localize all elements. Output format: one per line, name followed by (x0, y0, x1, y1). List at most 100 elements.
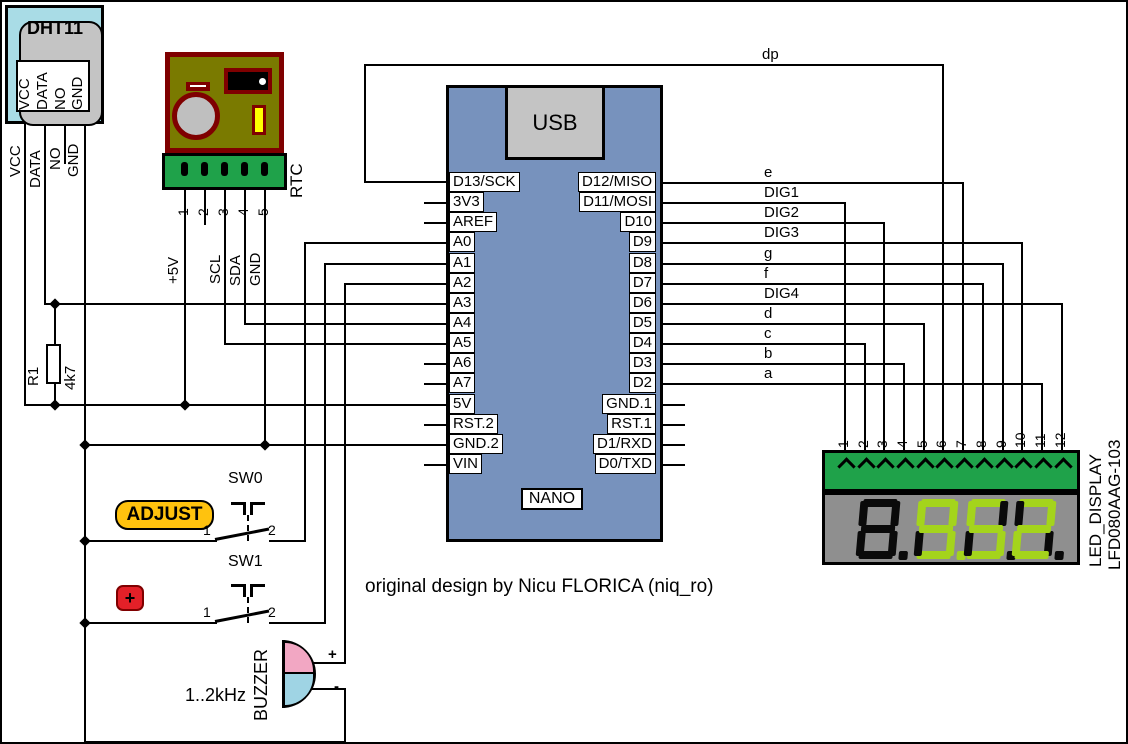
wire (663, 343, 866, 345)
nano-pin-d4[interactable]: D4 (628, 333, 656, 353)
nano-pin-rst-2[interactable]: RST.2 (449, 414, 498, 434)
segment-dp (898, 551, 909, 560)
wire (1021, 242, 1023, 450)
wire (663, 404, 685, 406)
wire (24, 124, 26, 406)
credit-text: original design by Nicu FLORICA (niq_ro) (365, 576, 714, 597)
nano-pin-d1-rxd[interactable]: D1/RXD (592, 434, 656, 454)
wire-junction-dot (259, 439, 271, 451)
nano-pin-rst-1[interactable]: RST.1 (607, 414, 656, 434)
wire (184, 187, 186, 406)
rtc-pin-number-4: 4 (235, 208, 251, 216)
sw1-contact-lever[interactable] (214, 609, 270, 623)
nano-pin-vin[interactable]: VIN (449, 454, 483, 474)
wire (344, 688, 346, 742)
wire (310, 662, 346, 664)
adjust-button[interactable]: ADJUST (115, 500, 214, 530)
nano-pin-d11-mosi[interactable]: D11/MOSI (579, 192, 656, 212)
buzzer-frequency: 1..2kHz (185, 685, 247, 705)
wire (224, 343, 446, 345)
wire (64, 124, 66, 164)
wire (1061, 303, 1063, 450)
wire (204, 187, 206, 225)
nano-pin-a4[interactable]: A4 (449, 313, 476, 333)
nano-pin-d7[interactable]: D7 (628, 273, 656, 293)
nano-pin-gnd-1[interactable]: GND.1 (602, 394, 656, 414)
rtc-capacitor-icon (252, 105, 266, 135)
net-label-c: c (764, 325, 772, 342)
nano-pin-a1[interactable]: A1 (449, 253, 476, 273)
sw0-actuator-icon (231, 502, 246, 515)
wire (269, 540, 306, 542)
wire (923, 323, 925, 450)
nano-pin-a3[interactable]: A3 (449, 293, 476, 313)
nano-pin-a2[interactable]: A2 (449, 273, 476, 293)
net-label-dp: dp (762, 46, 779, 63)
nano-pin-d8[interactable]: D8 (628, 253, 656, 273)
buzzer[interactable] (282, 640, 316, 708)
nano-pin-5v[interactable]: 5V (449, 394, 476, 414)
sw0-contact-lever[interactable] (214, 527, 270, 541)
nano-pin-d9[interactable]: D9 (628, 232, 656, 252)
wire (942, 64, 944, 450)
nano-label: NANO (521, 488, 583, 510)
rtc-pin-number-1: 1 (175, 208, 191, 216)
nano-pin-a0[interactable]: A0 (449, 232, 476, 252)
net-label-DIG4: DIG4 (764, 285, 800, 302)
display-pin-number-1: 1 (835, 440, 851, 448)
rtc-battery-icon (172, 92, 220, 140)
wire (224, 187, 226, 345)
net-label-a: a (764, 365, 773, 382)
display-pin-number-7: 7 (953, 440, 969, 448)
net-label-DIG1: DIG1 (764, 184, 800, 201)
nano-pin-a6[interactable]: A6 (449, 353, 476, 373)
wire (663, 363, 905, 365)
wire-junction-dot (79, 617, 91, 629)
wire (244, 323, 446, 325)
display-connector (822, 450, 1080, 492)
sw1-pin1-number: 1 (203, 604, 211, 620)
wire (264, 187, 266, 446)
nano-pin-gnd-2[interactable]: GND.2 (449, 434, 503, 454)
seven-segment-digit-4 (1011, 499, 1065, 560)
net-label-e: e (764, 164, 773, 181)
net-label-b: b (764, 345, 773, 362)
resistor-r1[interactable] (46, 344, 61, 384)
wire (344, 283, 446, 285)
resistor-name: R1 (25, 366, 42, 386)
sw1-actuator-icon (250, 584, 265, 597)
wire (44, 124, 46, 305)
wire (663, 202, 846, 204)
net-label-DIG3: DIG3 (764, 224, 800, 241)
nano-pin-d10[interactable]: D10 (620, 212, 656, 232)
rtc-signal-gnd: GND (247, 252, 264, 286)
nano-pin-d3[interactable]: D3 (628, 353, 656, 373)
nano-pin-d13-sck[interactable]: D13/SCK (449, 172, 520, 192)
display-pin-number-3: 3 (874, 440, 890, 448)
wire (663, 303, 1063, 305)
wire (663, 323, 925, 325)
dht11-wire-label-vcc: VCC (7, 145, 24, 177)
nano-pin-a5[interactable]: A5 (449, 333, 476, 353)
nano-pin-d2[interactable]: D2 (628, 373, 656, 393)
nano-pin-d6[interactable]: D6 (628, 293, 656, 313)
rtc-label: RTC (287, 163, 306, 198)
nano-pin-d5[interactable]: D5 (628, 313, 656, 333)
display-pin-number-10: 10 (1012, 432, 1028, 448)
nano-pin-d0-txd[interactable]: D0/TXD (594, 454, 656, 474)
wire (424, 202, 446, 204)
seven-segment-digit-2 (913, 499, 967, 560)
nano-pin-3v3[interactable]: 3V3 (449, 192, 484, 212)
plus-button[interactable]: + (116, 585, 144, 611)
nano-pin-aref[interactable]: AREF (449, 212, 498, 232)
nano-pin-d12-miso[interactable]: D12/MISO (577, 172, 656, 192)
wire-junction-dot (179, 399, 191, 411)
dht11-pin-box (16, 60, 90, 112)
rtc-pin-slot (201, 162, 208, 176)
wire (84, 540, 217, 542)
seven-segment-digit-1 (855, 499, 909, 560)
wire (1002, 263, 1004, 450)
wire (663, 242, 1023, 244)
nano-pin-a7[interactable]: A7 (449, 373, 476, 393)
